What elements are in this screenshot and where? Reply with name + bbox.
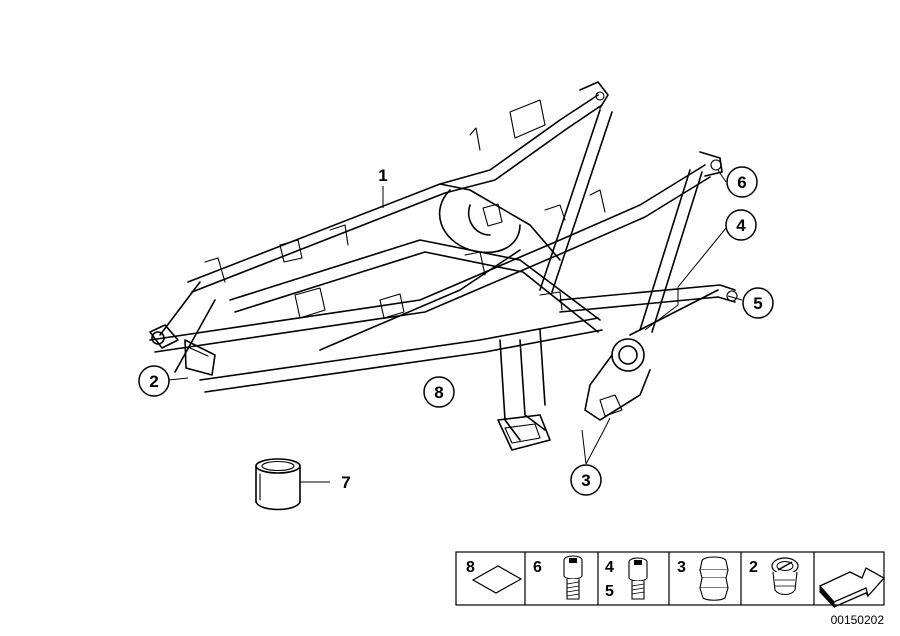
callout-4-label: 4 <box>736 216 746 235</box>
callout-3-label: 3 <box>581 471 590 490</box>
sleeve-part <box>255 458 301 511</box>
legend-label: 4 <box>605 559 614 576</box>
legend-cell-4-5: 4 5 <box>605 557 648 600</box>
bolt-icon <box>563 555 583 600</box>
leader-lines <box>168 169 743 483</box>
frame-illustration <box>149 81 738 451</box>
legend-label: 6 <box>533 559 542 576</box>
grommet-icon <box>771 557 799 596</box>
legend-cell-6: 6 <box>533 555 583 600</box>
bolt-icon <box>628 557 648 600</box>
callout-8-label: 8 <box>434 383 443 402</box>
callout-1: 1 <box>378 166 387 185</box>
callout-4: 4 <box>725 209 757 241</box>
callout-2: 2 <box>138 365 170 397</box>
callout-8: 8 <box>423 376 455 408</box>
legend-cell-3: 3 <box>677 556 729 601</box>
callout-5-label: 5 <box>753 294 762 313</box>
callout-2-label: 2 <box>149 372 158 391</box>
plate-icon <box>471 565 523 594</box>
callout-1-label: 1 <box>378 166 387 185</box>
callout-7: 7 <box>341 473 350 492</box>
callout-5: 5 <box>742 287 774 319</box>
callout-6: 6 <box>726 166 758 198</box>
callout-3: 3 <box>570 464 602 496</box>
arrow-icon <box>818 567 886 609</box>
legend-cell-8: 8 <box>466 559 523 594</box>
legend-label: 2 <box>749 559 758 576</box>
callout-7-label: 7 <box>341 473 350 492</box>
document-number: 00150202 <box>831 613 885 627</box>
rubber-buffer-icon <box>699 556 729 601</box>
legend-label: 3 <box>677 559 686 576</box>
legend-label: 5 <box>605 583 614 600</box>
parts-legend: 8 6 4 5 <box>455 551 886 609</box>
legend-cell-arrow <box>818 567 886 609</box>
callout-6-label: 6 <box>737 173 746 192</box>
legend-label: 8 <box>466 559 475 576</box>
legend-cell-2: 2 <box>749 557 799 596</box>
